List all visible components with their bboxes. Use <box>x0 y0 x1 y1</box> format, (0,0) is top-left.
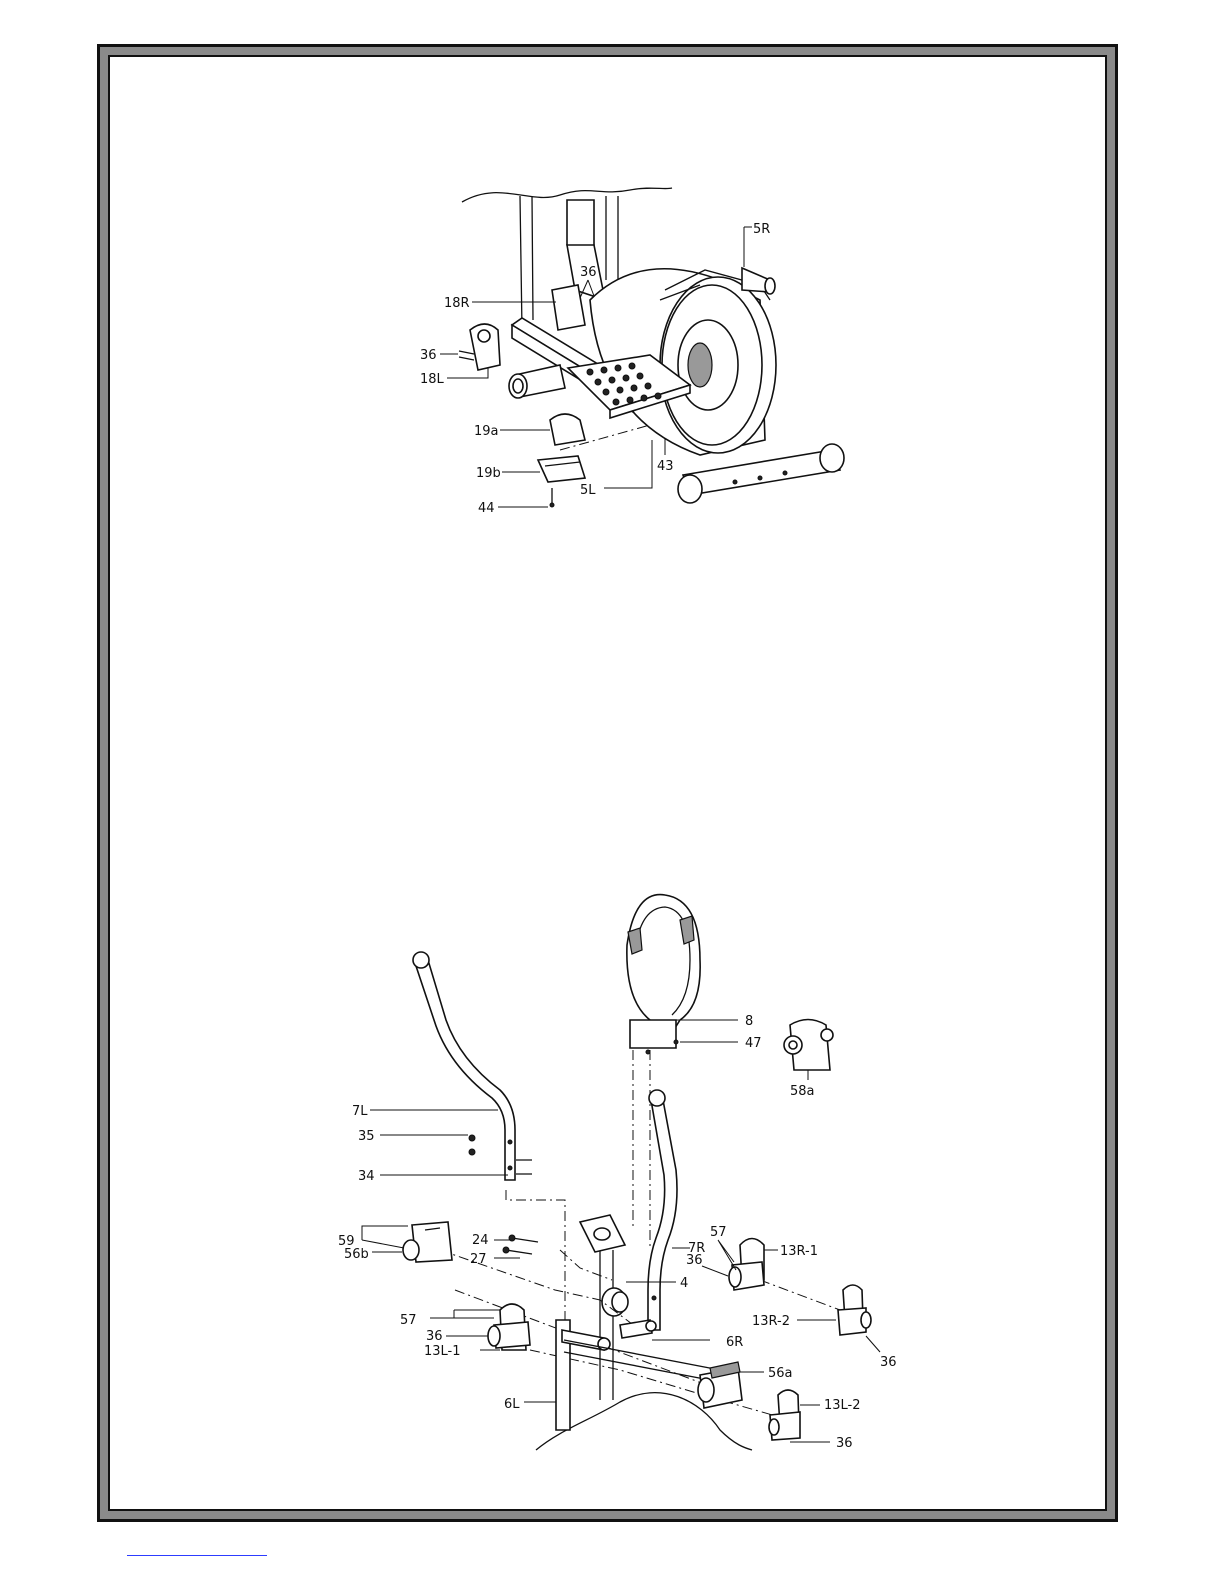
label-7L: 7L <box>352 1104 368 1119</box>
label-57-right: 57 <box>710 1225 727 1240</box>
label-18L: 18L <box>420 372 445 387</box>
label-36-upper: 36 <box>580 265 597 280</box>
label-57-left: 57 <box>400 1313 417 1328</box>
label-19b: 19b <box>476 466 501 481</box>
label-36-left: 36 <box>420 348 437 363</box>
label-34: 34 <box>358 1169 375 1184</box>
label-6R: 6R <box>726 1335 743 1350</box>
label-35: 35 <box>358 1129 375 1144</box>
label-19a: 19a <box>474 424 499 439</box>
label-8: 8 <box>745 1014 753 1029</box>
label-47: 47 <box>745 1036 762 1051</box>
label-5R: 5R <box>753 222 770 237</box>
label-13L-2: 13L-2 <box>824 1398 861 1413</box>
footer-link-underline[interactable] <box>127 1555 267 1556</box>
figure-stabilizer-assembly: 5R 36 18R 36 18L 19a 19b 44 43 5L <box>420 188 844 516</box>
label-58a: 58a <box>790 1084 815 1099</box>
label-36-far-right: 36 <box>880 1355 897 1370</box>
label-13R-2: 13R-2 <box>752 1314 790 1329</box>
label-36-left: 36 <box>426 1329 443 1344</box>
label-18R: 18R <box>444 296 470 311</box>
label-4: 4 <box>680 1276 688 1291</box>
figure-handlebar-assembly: 8 47 58a 7L 35 34 59 56b 24 27 4 7R 57 3… <box>338 895 897 1451</box>
label-36-right: 36 <box>686 1253 703 1268</box>
label-56b: 56b <box>344 1247 369 1262</box>
label-6L: 6L <box>504 1397 520 1412</box>
label-43: 43 <box>657 459 674 474</box>
label-13R-1: 13R-1 <box>780 1244 818 1259</box>
label-13L-1: 13L-1 <box>424 1344 461 1359</box>
label-36-bottom: 36 <box>836 1436 853 1451</box>
label-24: 24 <box>472 1233 489 1248</box>
label-5L: 5L <box>580 483 596 498</box>
label-27: 27 <box>470 1252 487 1267</box>
label-44: 44 <box>478 501 495 516</box>
label-56a: 56a <box>768 1366 793 1381</box>
